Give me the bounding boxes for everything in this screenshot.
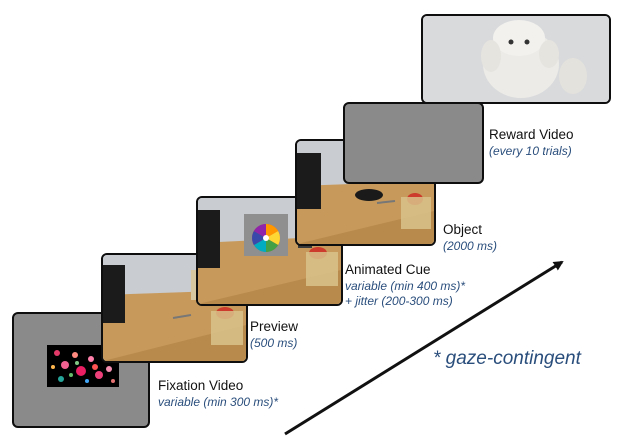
gaze-contingent-note: * gaze-contingent	[433, 348, 581, 369]
fixation-video-thumbnail	[47, 345, 119, 387]
desk-scene-image	[103, 255, 246, 361]
step-title: Preview	[250, 319, 299, 334]
step-timing: variable (min 300 ms)*	[158, 394, 279, 409]
step-title: Animated Cue	[345, 262, 431, 277]
toy-sheep-image	[423, 16, 609, 102]
step-title: Reward Video	[489, 127, 574, 142]
step-title: Fixation Video	[158, 378, 244, 393]
step-label-animated-cue: Animated Cue variable (min 400 ms)* + ji…	[345, 262, 465, 309]
reward-video-frame	[421, 14, 611, 104]
step-timing: (500 ms)	[250, 335, 298, 350]
step-timing: (2000 ms)	[443, 238, 498, 253]
step-label-preview: Preview (500 ms)	[250, 319, 298, 351]
step-title: Object	[443, 222, 483, 237]
step-label-fixation-video: Fixation Video variable (min 300 ms)*	[158, 378, 278, 410]
step-label-reward-video: Reward Video (every 10 trials)	[489, 127, 574, 159]
step-timing: (every 10 trials)	[489, 143, 572, 158]
reward-placeholder-frame	[343, 102, 484, 184]
step-label-object: Object (2000 ms)	[443, 222, 497, 254]
preview-frame	[101, 253, 248, 363]
step-jitter: + jitter (200-300 ms)	[345, 293, 453, 308]
step-timing: variable (min 400 ms)*	[345, 278, 466, 293]
color-wheel-cue-icon	[252, 224, 280, 252]
